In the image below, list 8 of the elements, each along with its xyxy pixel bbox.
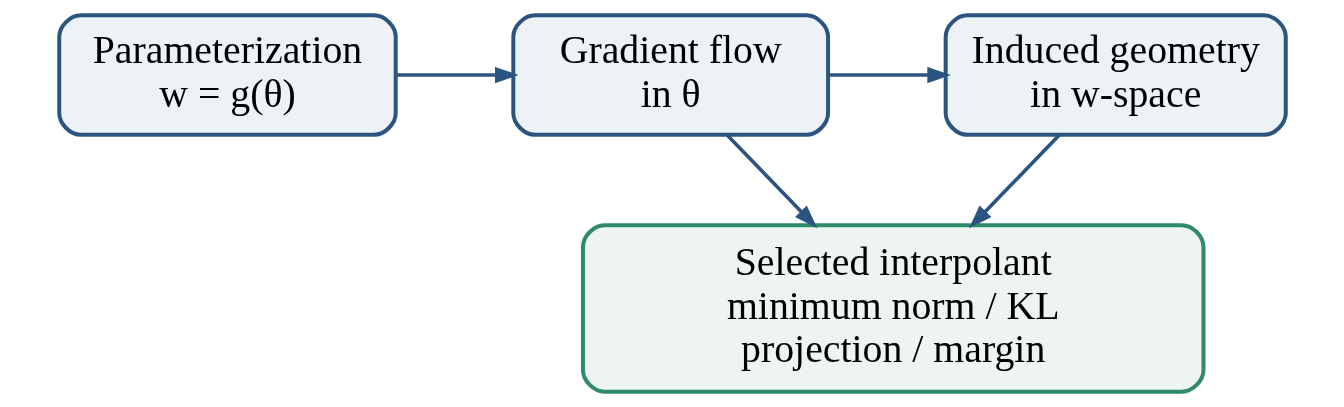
arrow — [828, 66, 951, 84]
arrow — [395, 66, 519, 84]
node-box: Gradient flow in θ — [510, 13, 830, 137]
node-box: Selected interpolant minimum norm / KL projection / margin — [580, 223, 1205, 394]
node-box: Parameterization w = g(θ) — [56, 13, 398, 137]
arrow — [725, 133, 817, 229]
node-box: Induced geometry in w-space — [943, 13, 1288, 137]
arrow — [968, 133, 1061, 229]
